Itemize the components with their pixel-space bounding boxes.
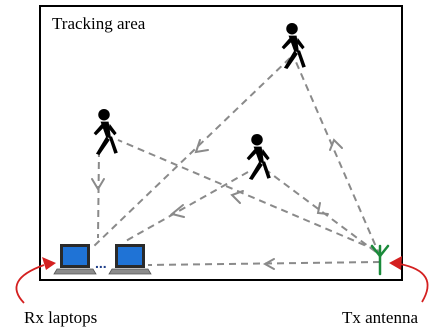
rx-callout-arrow xyxy=(15,257,56,304)
path-tx-to-person-top xyxy=(295,61,381,257)
laptop-ellipsis: ... xyxy=(95,255,107,271)
antenna-icon xyxy=(370,244,390,276)
arrowhead xyxy=(329,138,343,151)
tx-callout-arrow xyxy=(389,256,429,303)
path-person-left-to-rx xyxy=(97,149,100,239)
rx-laptops-label: Rx laptops xyxy=(24,308,97,327)
path-person-top-to-rx xyxy=(93,57,291,247)
path-tx-to-person-left xyxy=(117,139,377,251)
path-tx-to-rx xyxy=(147,261,381,266)
arrowhead xyxy=(230,190,244,204)
tx-antenna-label: Tx antenna xyxy=(342,308,418,327)
arrowhead xyxy=(91,178,105,191)
tracking-area-label: Tracking area xyxy=(52,14,146,33)
walking-person-icon xyxy=(93,108,118,155)
arrowhead xyxy=(169,204,185,218)
tracking-area-border xyxy=(39,5,403,281)
laptop-icon xyxy=(108,244,152,275)
signal-paths xyxy=(93,57,381,266)
walking-person-icon xyxy=(246,133,271,180)
arrowhead xyxy=(316,202,329,215)
path-person-mid-to-rx xyxy=(123,171,249,243)
path-arrowheads xyxy=(91,138,343,270)
laptop-icon xyxy=(53,244,97,275)
arrowhead xyxy=(262,258,275,270)
arrowhead xyxy=(194,139,209,154)
